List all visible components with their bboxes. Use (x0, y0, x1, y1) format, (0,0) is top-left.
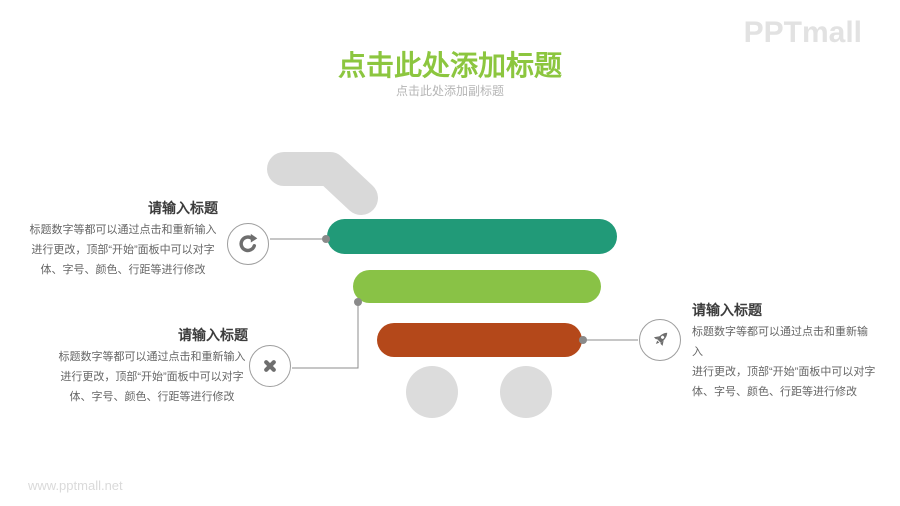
rotate-icon (239, 233, 258, 253)
cart-bar-orange[interactable] (377, 323, 582, 357)
cart-wheel-right (500, 366, 552, 418)
page-subtitle[interactable]: 点击此处添加副标题 (395, 84, 504, 98)
block-1-heading[interactable]: 请输入标题 (148, 200, 218, 216)
block-1-body[interactable]: 标题数字等都可以通过点击和重新输入 进行更改，顶部“开始”面板中可以对字 体、字… (29, 224, 217, 276)
pptmall-logo: PPTmall (743, 16, 862, 49)
page-title[interactable]: 点击此处添加标题 (337, 50, 562, 81)
block-3-body[interactable]: 标题数字等都可以通过点击和重新输入 进行更改，顶部“开始”面板中可以对字 体、字… (692, 326, 876, 398)
cart-bar-green[interactable] (353, 270, 601, 303)
cart-bar-teal[interactable] (327, 219, 617, 254)
close-icon (264, 360, 276, 372)
close-icon-badge[interactable] (249, 345, 291, 387)
rotate-icon-badge[interactable] (227, 223, 269, 265)
watermark-url: www.pptmall.net (28, 478, 123, 493)
cart-wheel-left (406, 366, 458, 418)
rocket-icon-badge[interactable] (639, 319, 681, 361)
rocket-icon (653, 332, 667, 346)
text-block-3: 请输入标题 标题数字等都可以通过点击和重新输入 进行更改，顶部“开始”面板中可以… (692, 302, 878, 402)
block-2-heading[interactable]: 请输入标题 (178, 327, 248, 343)
cart-handle-shape (267, 152, 378, 215)
block-3-heading[interactable]: 请输入标题 (692, 302, 762, 318)
text-block-2: 请输入标题 标题数字等都可以通过点击和重新输入 进行更改，顶部“开始”面板中可以… (56, 327, 249, 407)
text-block-1: 请输入标题 标题数字等都可以通过点击和重新输入 进行更改，顶部“开始”面板中可以… (28, 200, 219, 280)
block-2-body[interactable]: 标题数字等都可以通过点击和重新输入 进行更改，顶部“开始”面板中可以对字 体、字… (58, 351, 246, 403)
